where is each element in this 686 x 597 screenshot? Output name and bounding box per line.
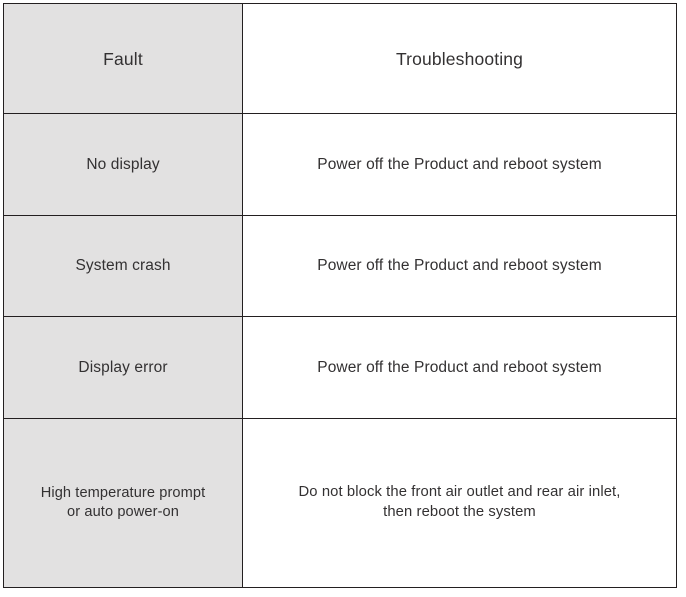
fault-cell-high-temperature-line1: High temperature prompt xyxy=(40,484,206,501)
table-row: Display error Power off the Product and … xyxy=(3,316,677,419)
table-row: System crash Power off the Product and r… xyxy=(3,214,677,318)
fault-cell-system-crash: System crash xyxy=(3,214,243,318)
troubleshooting-cell-high-temperature-line2: then reboot the system xyxy=(383,503,536,520)
troubleshooting-table-container: Fault Troubleshooting No display Power o… xyxy=(3,2,677,589)
column-header-fault: Fault xyxy=(3,2,243,115)
troubleshooting-cell-high-temperature-line1: Do not block the front air outlet and re… xyxy=(298,484,621,501)
fault-cell-no-display: No display xyxy=(3,113,243,216)
table-row: No display Power off the Product and reb… xyxy=(3,113,677,216)
troubleshooting-cell-no-display: Power off the Product and reboot system xyxy=(242,113,677,216)
troubleshooting-cell-display-error: Power off the Product and reboot system xyxy=(242,316,677,419)
troubleshooting-cell-system-crash: Power off the Product and reboot system xyxy=(242,214,677,318)
table-row: High temperature prompt or auto power-on… xyxy=(3,417,677,589)
fault-troubleshooting-table: Fault Troubleshooting No display Power o… xyxy=(3,2,677,589)
fault-cell-high-temperature-line2: or auto power-on xyxy=(67,503,179,520)
fault-cell-display-error: Display error xyxy=(3,316,243,419)
fault-cell-high-temperature: High temperature prompt or auto power-on xyxy=(3,417,243,589)
column-header-troubleshooting: Troubleshooting xyxy=(242,2,677,115)
troubleshooting-cell-high-temperature: Do not block the front air outlet and re… xyxy=(242,417,677,589)
table-header-row: Fault Troubleshooting xyxy=(3,2,677,115)
